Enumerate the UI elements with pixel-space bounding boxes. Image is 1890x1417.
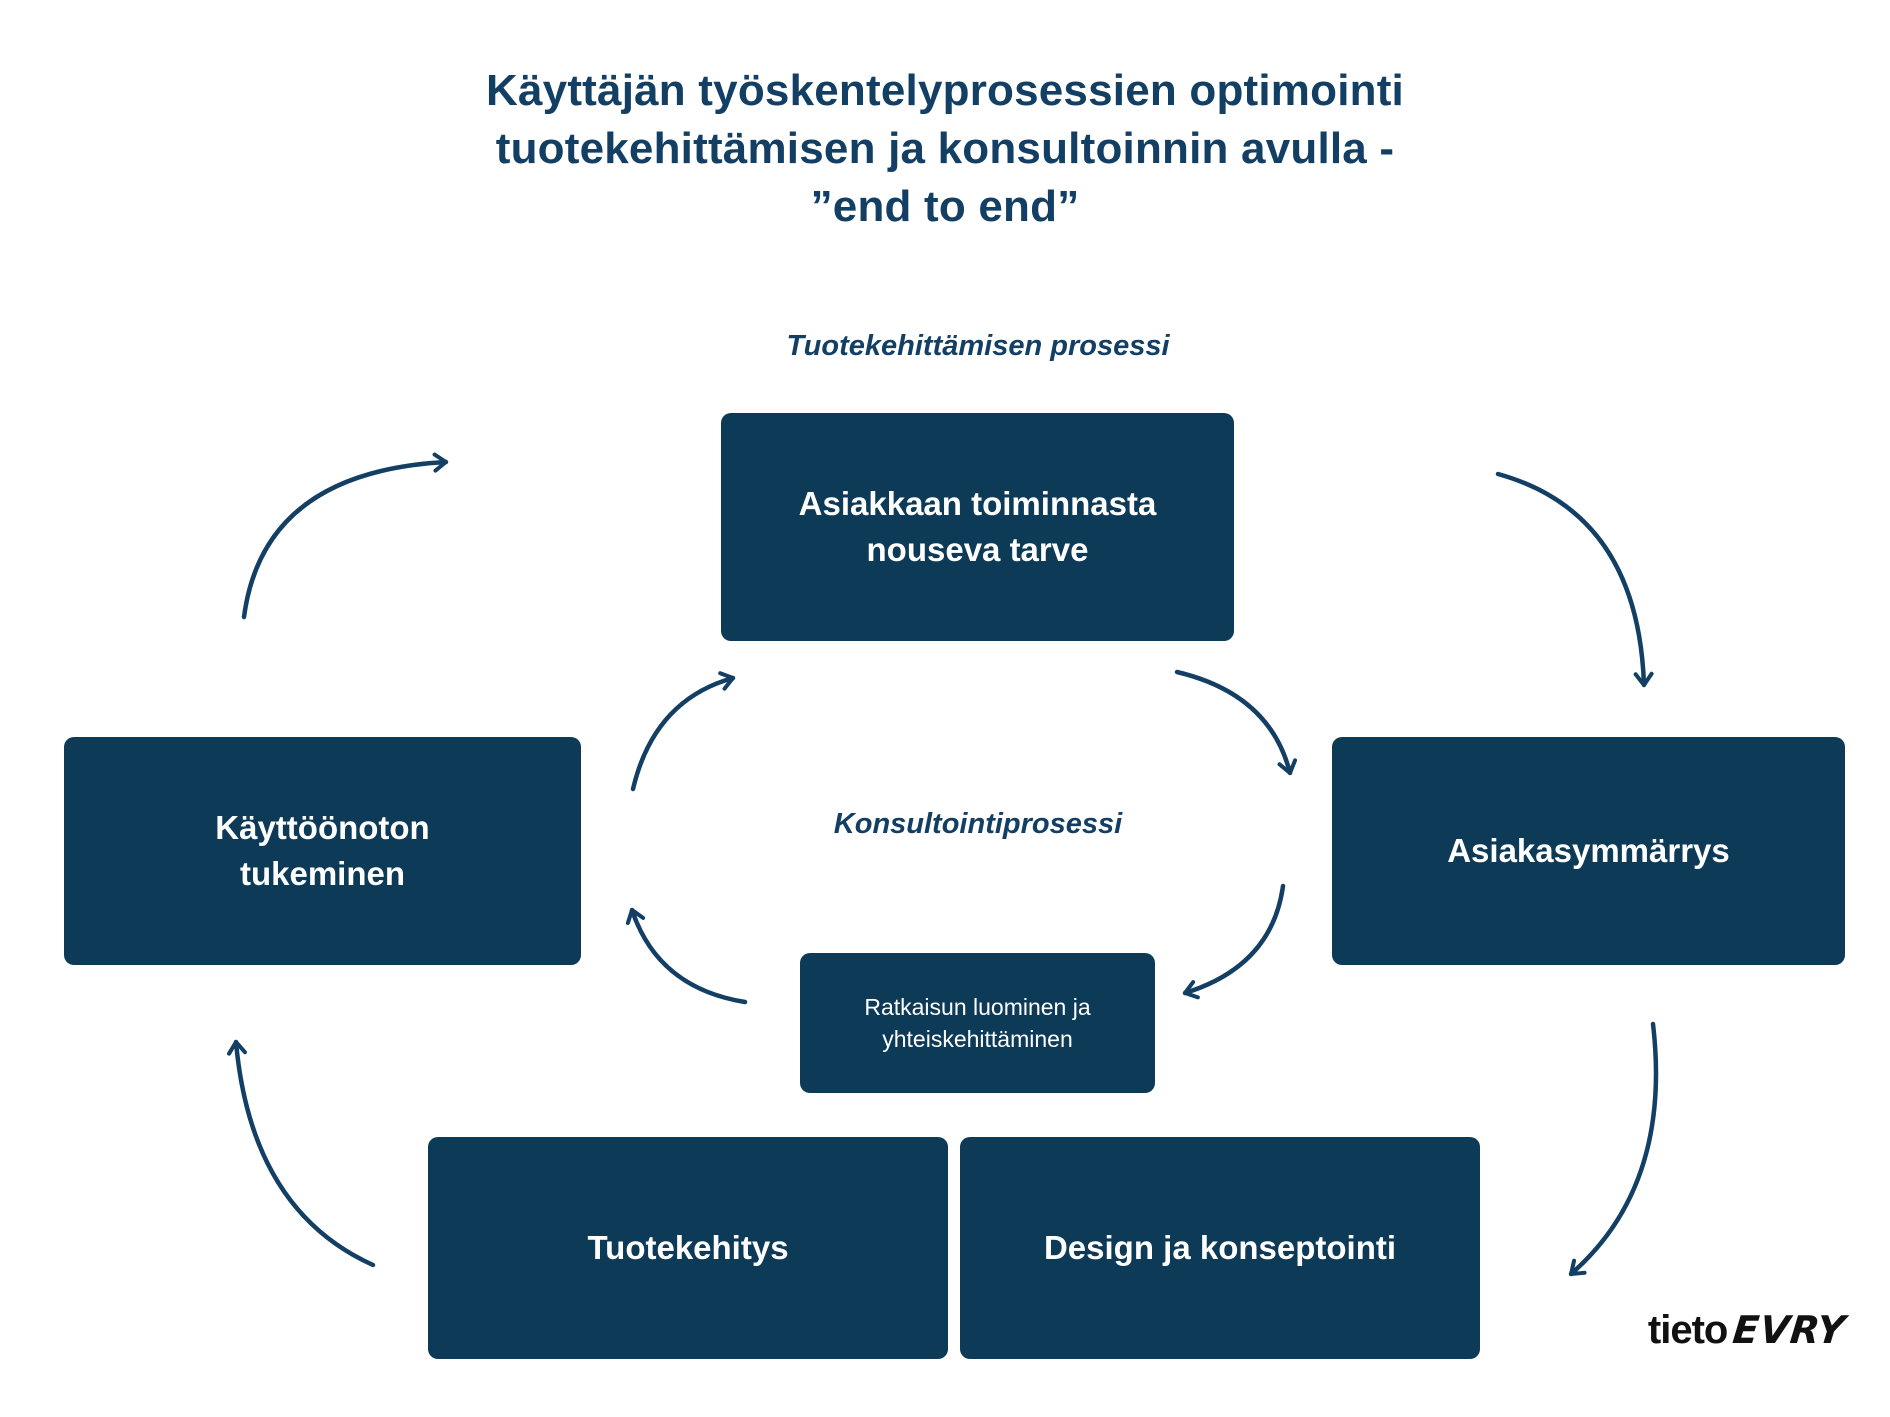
tietoevry-logo-tieto: tieto bbox=[1647, 1308, 1728, 1352]
node-product-development: Tuotekehitys bbox=[428, 1137, 948, 1359]
node-solution-cocreation-label: Ratkaisun luominen ja yhteiskehittäminen bbox=[864, 993, 1091, 1052]
tietoevry-logo-evry: EVRY bbox=[1731, 1308, 1849, 1352]
diagram-title-line-2: tuotekehittämisen ja konsultoinnin avull… bbox=[495, 124, 1395, 174]
tietoevry-logo: tieto EVRY bbox=[1647, 1308, 1849, 1353]
node-design-concepting: Design ja konseptointi bbox=[960, 1137, 1480, 1359]
arrow-outer-left-bottom bbox=[227, 1039, 376, 1268]
node-deployment-support: Käyttöönoton tukeminen bbox=[64, 737, 581, 965]
arrow-inner-top-right bbox=[1174, 669, 1298, 776]
node-customer-need: Asiakkaan toiminnasta nouseva tarve bbox=[721, 413, 1234, 641]
outer-process-label: Tuotekehittämisen prosessi bbox=[786, 330, 1170, 362]
arrow-outer-top-left bbox=[241, 452, 449, 620]
diagram-title: Käyttäjän työskentelyprosessien optimoin… bbox=[0, 62, 1890, 236]
diagram-title-line-1: Käyttäjän työskentelyprosessien optimoin… bbox=[486, 66, 1404, 115]
node-customer-need-label: Asiakkaan toiminnasta nouseva tarve bbox=[798, 485, 1157, 568]
arrow-outer-right-bottom bbox=[1568, 1021, 1659, 1277]
node-solution-cocreation: Ratkaisun luominen ja yhteiskehittäminen bbox=[800, 953, 1155, 1093]
arrow-inner-top-left bbox=[630, 671, 736, 792]
arrow-inner-right-bottom bbox=[1182, 883, 1286, 1000]
node-customer-understanding: Asiakasymmärrys bbox=[1332, 737, 1845, 965]
node-design-concepting-label: Design ja konseptointi bbox=[1043, 1229, 1397, 1267]
arrow-inner-bottom-left bbox=[625, 907, 748, 1005]
arrow-outer-top-right bbox=[1495, 471, 1654, 688]
inner-process-label: Konsultointiprosessi bbox=[833, 808, 1123, 840]
node-deployment-support-label: Käyttöönoton tukeminen bbox=[215, 809, 430, 892]
node-product-development-label: Tuotekehitys bbox=[587, 1229, 789, 1267]
diagram-title-line-3: ”end to end” bbox=[810, 182, 1080, 232]
node-customer-understanding-label: Asiakasymmärrys bbox=[1447, 832, 1730, 870]
